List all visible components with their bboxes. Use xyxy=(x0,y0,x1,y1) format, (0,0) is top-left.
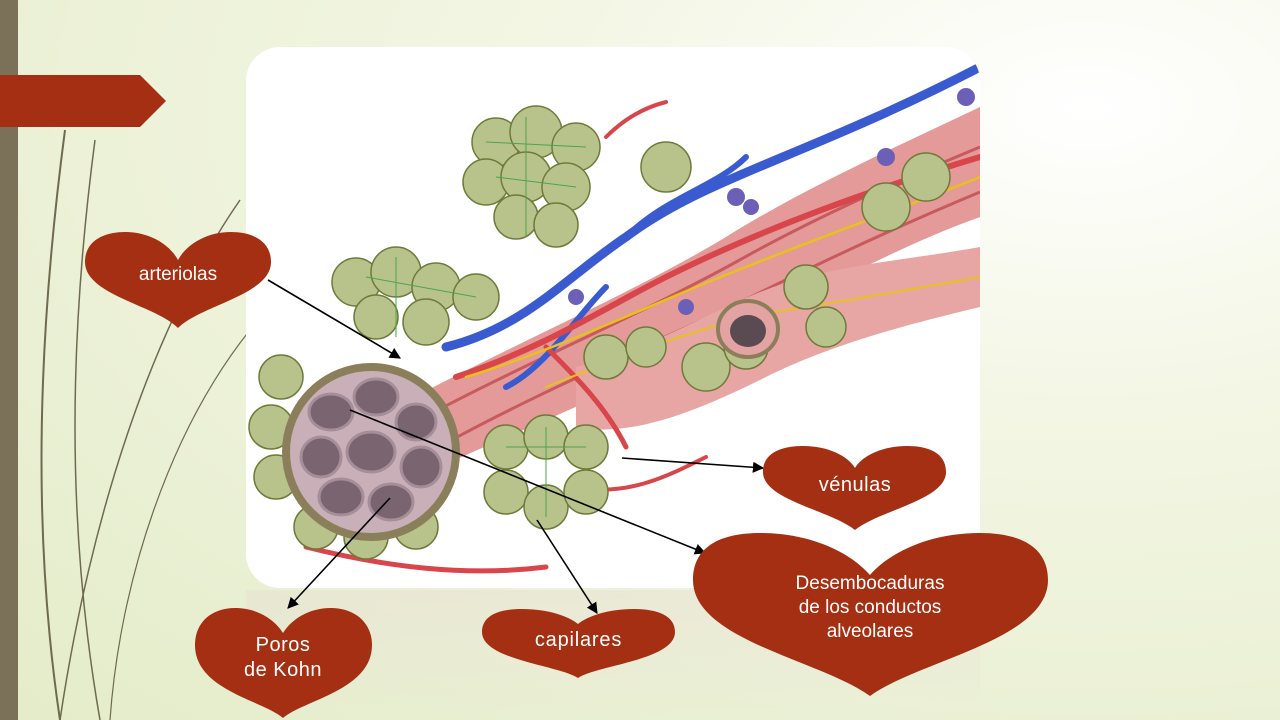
title-tab-arrow xyxy=(0,75,166,127)
vein-branch xyxy=(503,284,609,390)
label-capilares: capilares xyxy=(496,622,661,658)
left-sidebar-bar xyxy=(0,0,18,720)
arrow-desembocaduras xyxy=(349,409,707,555)
bronchiole-opening xyxy=(716,299,780,359)
vein-branch xyxy=(623,154,749,240)
arrow-venulas xyxy=(621,457,765,473)
artery-branch xyxy=(303,544,549,574)
label-desembocaduras-line1: Desembocaduras xyxy=(795,573,945,595)
heart-arteriolas xyxy=(85,232,271,328)
label-poros-line1: Poros xyxy=(255,634,311,656)
arrow-capilares xyxy=(536,519,598,614)
label-arteriolas: arteriolas xyxy=(100,255,256,295)
arrow-arteriolas xyxy=(267,279,401,359)
heart-capilares xyxy=(482,609,675,678)
label-venulas: vénulas xyxy=(778,468,932,502)
label-desembocaduras-line3: alveolares xyxy=(826,620,914,642)
arrow-poros xyxy=(287,497,391,609)
label-desembocaduras-line2: de los conductos xyxy=(798,597,942,619)
heart-poros xyxy=(195,608,372,718)
label-poros: Poros de Kohn xyxy=(210,628,356,688)
label-arteriolas-text: arteriolas xyxy=(138,264,218,286)
label-poros-line2: de Kohn xyxy=(243,659,322,681)
heart-venulas xyxy=(763,446,946,530)
artery-branch xyxy=(604,100,668,139)
capillary-net xyxy=(365,117,587,517)
artery-branch xyxy=(543,344,629,450)
alveoli-illustration xyxy=(248,62,980,574)
label-desembocaduras: Desembocaduras de los conductos alveolar… xyxy=(720,563,1020,653)
label-venulas-text: vénulas xyxy=(818,473,892,496)
label-capilares-text: capilares xyxy=(534,628,623,651)
lymph-nodes xyxy=(568,88,975,315)
alveolar-sac-cross-section xyxy=(282,363,460,541)
heart-desembocaduras xyxy=(693,533,1048,696)
